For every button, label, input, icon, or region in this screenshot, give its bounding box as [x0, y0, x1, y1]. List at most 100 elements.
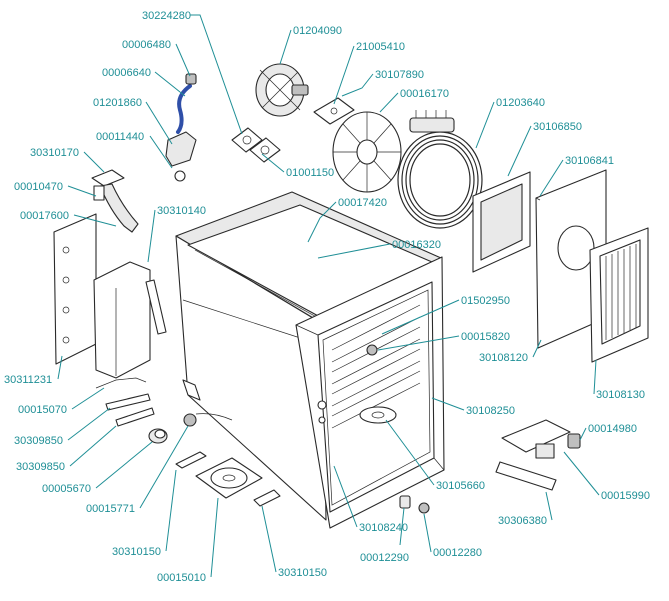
leader-30107890: [341, 73, 374, 97]
part-number-label: 30310150: [278, 567, 327, 579]
part-number-label: 00005670: [42, 483, 91, 495]
part-number-label: 21005410: [356, 41, 405, 53]
rail-strip-1: [145, 279, 167, 335]
side-duct: [93, 261, 151, 379]
leader-30311231: [57, 355, 63, 380]
leader-21005410: [333, 45, 355, 105]
part-number-label: 00011440: [96, 131, 144, 143]
part-number-label: 00016320: [392, 239, 441, 251]
part-number-label: 00014980: [588, 423, 637, 435]
part-number-label: 00012280: [433, 547, 482, 559]
fan-bracket-left: [175, 451, 207, 469]
part-number-label: 00006640: [102, 67, 151, 79]
part-number-label: 30108130: [596, 389, 645, 401]
leader-30106850: [507, 125, 532, 177]
part-number-label: 00017600: [20, 210, 69, 222]
leader-30309850a: [67, 407, 111, 441]
part-number-label: 30306380: [498, 515, 547, 527]
fan-guard: [589, 227, 649, 363]
fan-wheel: [332, 111, 402, 193]
water-inlet-bracket: [495, 419, 571, 491]
oven-front-frame: [295, 256, 445, 529]
leader-30108250: [431, 397, 465, 411]
rear-glass-panel: [472, 171, 531, 273]
leader-30224280: [190, 14, 243, 135]
leader-30310170: [83, 151, 105, 173]
leader-00006640: [154, 71, 186, 97]
leader-30105660: [385, 419, 435, 486]
leader-00016320: [317, 243, 391, 259]
part-number-label: 30107890: [375, 69, 424, 81]
leader-30106841: [539, 159, 564, 197]
leader-00011440: [149, 135, 173, 169]
part-number-label: 00015070: [18, 404, 67, 416]
part-number-label: 30311231: [4, 374, 52, 386]
part-number-label: 00015010: [157, 572, 206, 584]
part-number-label: 30106841: [565, 155, 614, 167]
probe-fitting: [366, 344, 378, 356]
leader-00012290: [399, 507, 405, 546]
part-number-label: 30105660: [436, 480, 485, 492]
callout-labels: 30224280 01204090 00006480 21005410 00006640…: [4, 10, 650, 584]
cooling-fan: [195, 457, 263, 499]
part-number-label: 01203640: [496, 97, 545, 109]
leader-30306380: [545, 491, 553, 521]
fan-motor: [255, 63, 309, 117]
part-number-label: 01502950: [461, 295, 510, 307]
leader-30108130: [593, 359, 597, 395]
leader-01203640: [475, 101, 495, 149]
part-number-label: 00006480: [122, 39, 171, 51]
motor-bracket: [313, 97, 355, 125]
leader-01502950: [381, 299, 460, 335]
leader-00006480: [175, 43, 191, 77]
lamp-holder: [399, 495, 411, 509]
part-number-label: 00015820: [461, 331, 510, 343]
leader-01204090: [279, 29, 292, 65]
part-number-label: 00017420: [338, 197, 387, 209]
leader-30310150a: [165, 469, 177, 552]
leader-00015990: [563, 451, 600, 496]
leader-00015771: [139, 425, 189, 509]
rail-strip-2: [105, 393, 151, 411]
part-number-label: 00012290: [360, 552, 409, 564]
leader-01001150: [261, 153, 285, 173]
part-number-label: 30108120: [479, 352, 528, 364]
bottom-fan-wheel: [359, 406, 397, 424]
part-number-label: 00016170: [400, 88, 449, 100]
part-number-label: 00015771: [86, 503, 135, 515]
leader-30108240: [333, 465, 358, 528]
leader-00005670: [95, 441, 153, 489]
leader-30108120: [532, 339, 542, 358]
leader-30309850b: [69, 425, 117, 467]
leader-00010470: [67, 185, 97, 197]
part-number-label: 01201860: [93, 97, 142, 109]
part-number-label: 30108250: [466, 405, 515, 417]
solenoid-valve: [165, 131, 197, 182]
leader-00017600: [73, 214, 117, 227]
part-number-label: 30310150: [112, 546, 161, 558]
inlet-hose: [176, 73, 197, 134]
leader-00015070: [71, 387, 105, 410]
leader-00015010: [210, 497, 219, 578]
leader-01201860: [145, 101, 173, 145]
part-number-label: 01001150: [286, 167, 334, 179]
leader-00016170: [379, 92, 399, 113]
part-number-label: 30108240: [359, 522, 408, 534]
part-number-label: 30309850: [16, 461, 65, 473]
control-knob: [148, 428, 168, 444]
fan-bracket-right: [253, 489, 281, 507]
rail-strip-3: [115, 407, 155, 427]
side-panel: [53, 213, 97, 365]
part-number-label: 30224280: [142, 10, 191, 22]
part-number-label: 30310170: [30, 147, 79, 159]
leader-00012280: [423, 513, 432, 553]
rail-hook: [95, 377, 147, 389]
part-number-label: 30106850: [533, 121, 582, 133]
leader-lines: [57, 14, 600, 578]
part-number-label: 01204090: [293, 25, 342, 37]
leader-00014980: [579, 427, 587, 441]
part-number-label: 00010470: [14, 181, 63, 193]
leader-30310150b: [261, 505, 277, 573]
part-number-label: 00015990: [601, 490, 650, 502]
